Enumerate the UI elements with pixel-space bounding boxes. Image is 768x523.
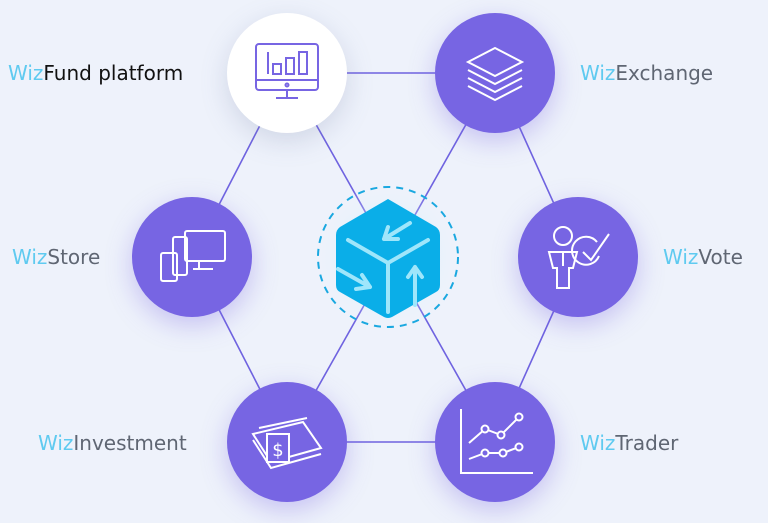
label-investment: WizInvestment — [38, 431, 187, 455]
label-prefix: Wiz — [12, 245, 48, 269]
label-exchange: WizExchange — [580, 61, 713, 85]
node-vote[interactable] — [518, 197, 638, 317]
label-name: Investment — [73, 431, 187, 455]
label-prefix: Wiz — [8, 61, 44, 85]
label-name: Vote — [698, 245, 743, 269]
svg-text:$: $ — [272, 440, 283, 461]
label-prefix: Wiz — [663, 245, 699, 269]
money-stack-icon: $ — [251, 417, 323, 470]
person-check-icon — [547, 226, 610, 289]
layers-icon — [465, 46, 525, 102]
node-fund-platform[interactable] — [227, 13, 347, 133]
label-fund-platform: WizFund platform — [8, 61, 183, 85]
node-exchange[interactable] — [435, 13, 555, 133]
node-investment[interactable]: $ — [227, 382, 347, 502]
dashed-ring — [317, 186, 459, 328]
label-prefix: Wiz — [580, 431, 616, 455]
label-vote: WizVote — [663, 245, 743, 269]
node-store[interactable] — [132, 197, 252, 317]
line-chart-icon — [460, 409, 533, 474]
cube-hub-icon — [336, 199, 440, 318]
label-trader: WizTrader — [580, 431, 678, 455]
monitor-chart-icon — [255, 43, 319, 99]
label-prefix: Wiz — [38, 431, 74, 455]
label-name: Fund platform — [43, 61, 184, 85]
label-store: WizStore — [12, 245, 100, 269]
label-name: Trader — [615, 431, 679, 455]
label-prefix: Wiz — [580, 61, 616, 85]
node-trader[interactable] — [435, 382, 555, 502]
label-name: Store — [47, 245, 101, 269]
label-name: Exchange — [615, 61, 714, 85]
devices-icon — [160, 230, 226, 282]
